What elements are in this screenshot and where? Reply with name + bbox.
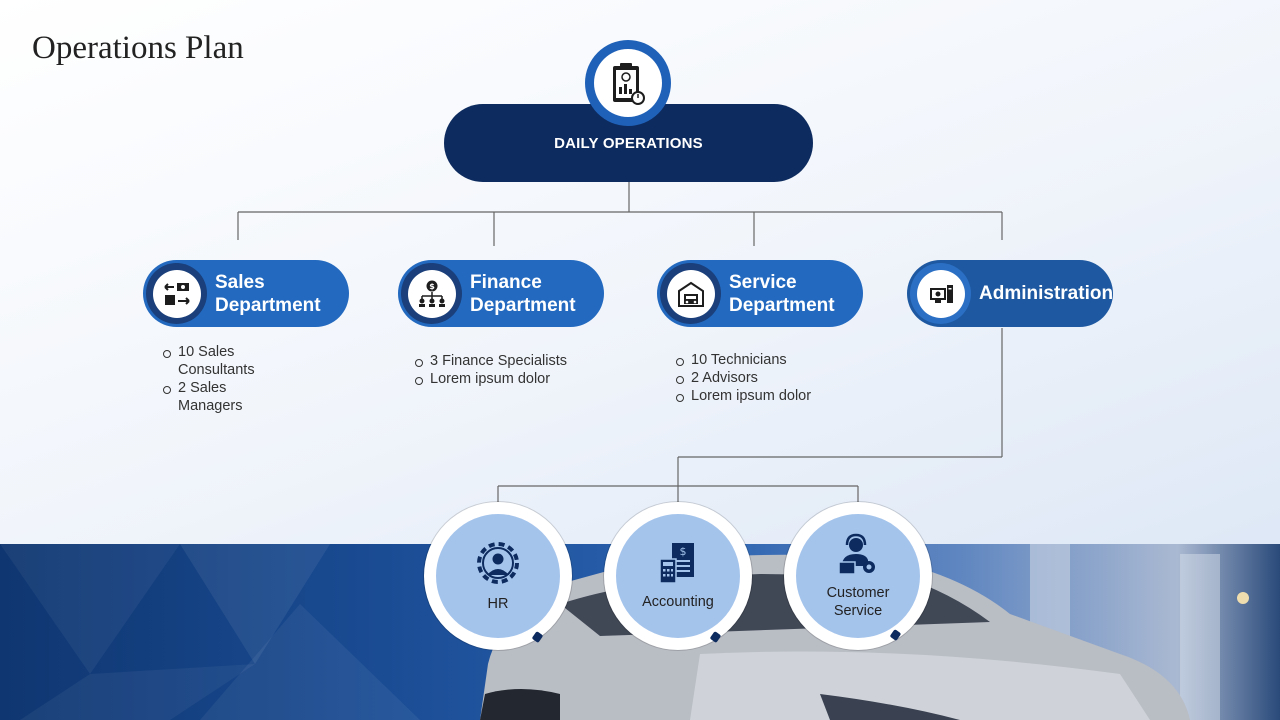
hr-node: HR <box>424 502 572 650</box>
page-title: Operations Plan <box>32 30 244 66</box>
clipboard-report-icon <box>613 63 645 105</box>
sales-bullets: 10 Sales Consultants 2 Sales Managers <box>163 343 293 415</box>
accounting-label: Accounting <box>642 594 714 610</box>
hr-gear-person-icon <box>477 542 519 584</box>
service-line2: Department <box>729 294 835 316</box>
list-item: Lorem ipsum dolor <box>676 387 846 405</box>
administration-label: Administration <box>979 283 1114 304</box>
customer-service-headset-icon <box>838 533 875 575</box>
list-item: 10 Sales Consultants <box>163 343 293 379</box>
accounting-node: $ Accounting <box>604 502 752 650</box>
list-item: 3 Finance Specialists <box>415 352 590 370</box>
hr-label: HR <box>487 596 509 612</box>
plug-icon <box>710 631 721 643</box>
list-item: 10 Technicians <box>676 351 846 369</box>
finance-bullets: 3 Finance Specialists Lorem ipsum dolor <box>415 352 590 388</box>
administration-node: Administration <box>907 260 1113 327</box>
finance-hierarchy-icon: $ <box>418 280 445 307</box>
service-garage-icon <box>677 281 704 307</box>
customer-service-label-1: Customer <box>826 585 890 601</box>
svg-text:$: $ <box>429 282 435 291</box>
customer-service-label-2: Service <box>833 603 883 619</box>
svg-text:$: $ <box>680 545 687 558</box>
service-line1: Service <box>729 271 797 293</box>
list-item: 2 Sales Managers <box>163 379 293 415</box>
root-icon-badge <box>585 40 671 126</box>
plug-icon <box>532 631 543 643</box>
plug-icon <box>890 629 901 641</box>
admin-computer-icon <box>929 284 953 303</box>
customer-service-node: Customer Service <box>784 502 932 650</box>
sales-line2: Department <box>215 294 321 316</box>
sales-exchange-icon <box>163 282 190 305</box>
finance-line2: Department <box>470 294 576 316</box>
accounting-calculator-icon: $ <box>659 543 694 584</box>
list-item: Lorem ipsum dolor <box>415 370 590 388</box>
finance-line1: Finance <box>470 271 542 293</box>
sales-line1: Sales <box>215 271 265 293</box>
list-item: 2 Advisors <box>676 369 846 387</box>
daily-operations-label: DAILY OPERATIONS <box>554 134 703 152</box>
service-bullets: 10 Technicians 2 Advisors Lorem ipsum do… <box>676 351 846 405</box>
